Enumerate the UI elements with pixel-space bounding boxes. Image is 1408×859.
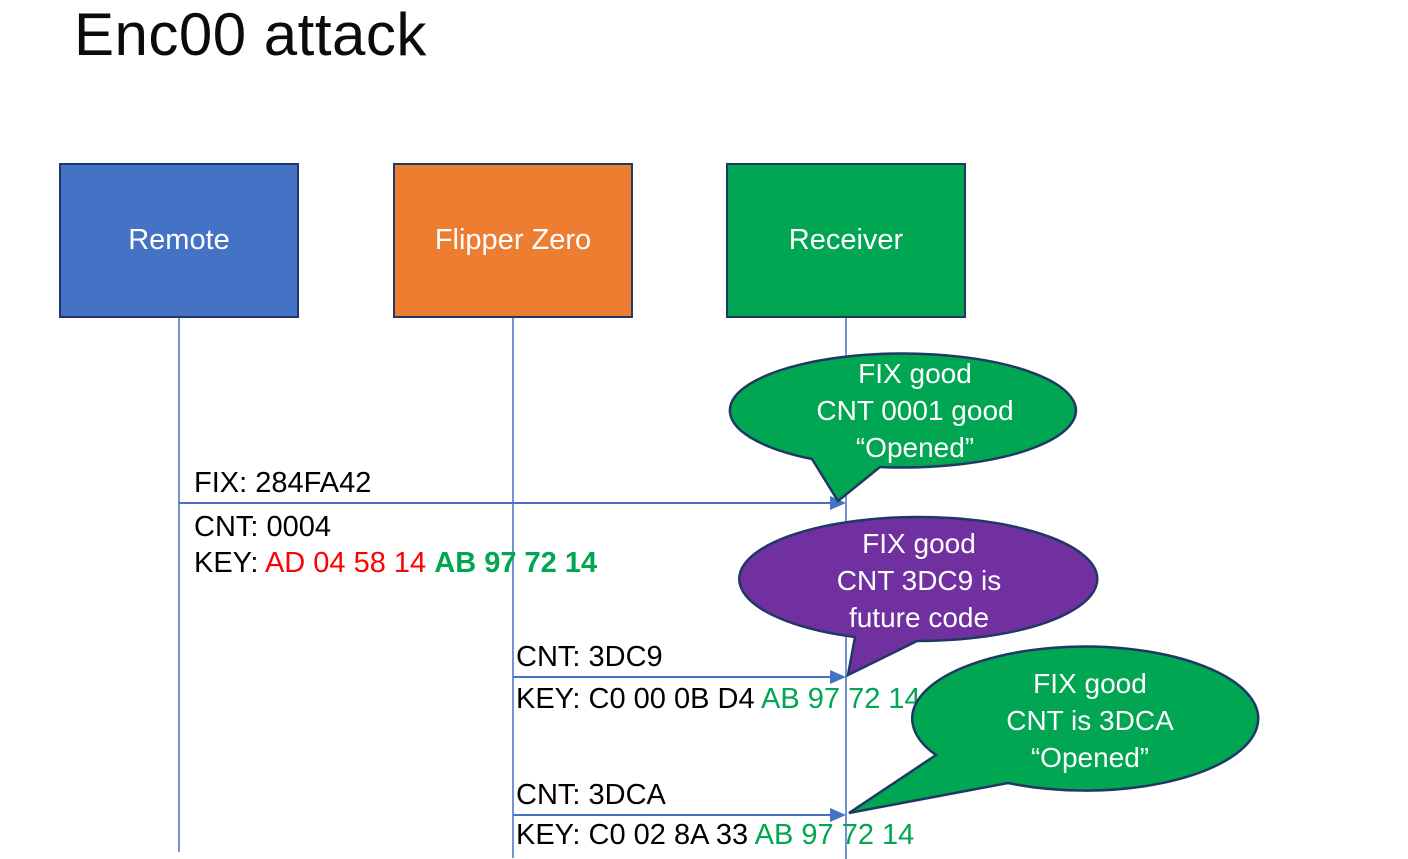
message-3-key-label: KEY: C0 02 8A 33 AB 97 72 14 — [516, 818, 914, 852]
message-2-cnt-label: CNT: 3DC9 — [516, 640, 663, 674]
message-1-key-red-bytes: AD 04 58 14 — [264, 547, 435, 579]
message-3-cnt-text: CNT: 3DCA — [516, 779, 666, 811]
message-3-cnt-label: CNT: 3DCA — [516, 778, 666, 812]
message-1-key-prefix: KEY: — [194, 547, 265, 579]
actor-flipper-zero-label: Flipper Zero — [434, 224, 592, 256]
callout-1-line-2: CNT 0001 good — [816, 394, 1014, 426]
callout-1-line-3: “Opened” — [855, 431, 975, 463]
callout-bubble-2 — [738, 515, 1099, 678]
message-3-key-prefix: KEY: C0 02 8A 33 — [516, 819, 755, 851]
message-arrowhead-2 — [830, 670, 846, 684]
callout-bubble-1 — [728, 352, 1078, 503]
actor-receiver: Receiver — [726, 163, 966, 318]
callout-3-line-3: “Opened” — [1030, 741, 1150, 773]
callout-2-line-2: CNT 3DC9 is — [836, 564, 1002, 596]
actor-remote: Remote — [59, 163, 299, 318]
message-2-key-green-bytes: AB 97 72 14 — [761, 683, 921, 715]
callout-1-text: FIX good CNT 0001 good “Opened” — [742, 353, 1088, 467]
callout-bubble-3 — [848, 645, 1260, 815]
message-2-key-prefix: KEY: C0 00 0B D4 — [516, 683, 762, 715]
message-1-key-green-bytes: AB 97 72 14 — [434, 547, 598, 579]
message-3-key-green-bytes: AB 97 72 14 — [754, 819, 915, 851]
actor-receiver-label: Receiver — [788, 224, 904, 256]
callout-3-line-2: CNT is 3DCA — [1006, 704, 1174, 736]
slide-title: Enc00 attack — [74, 1, 427, 68]
callout-2-line-1: FIX good — [862, 527, 976, 559]
message-2-key-label: KEY: C0 00 0B D4 AB 97 72 14 — [516, 682, 921, 716]
message-arrowhead-1 — [830, 496, 846, 510]
callout-3-line-1: FIX good — [1033, 667, 1147, 699]
message-arrowhead-3 — [830, 808, 846, 822]
message-1-fix-text: FIX: 284FA42 — [194, 467, 372, 499]
message-1-fix-label: FIX: 284FA42 — [194, 466, 371, 500]
actor-flipper-zero: Flipper Zero — [393, 163, 633, 318]
message-2-cnt-text: CNT: 3DC9 — [516, 641, 663, 673]
actor-remote-label: Remote — [128, 224, 230, 256]
callout-2-line-3: future code — [848, 601, 990, 633]
message-1-cnt-label: CNT: 0004 — [194, 510, 331, 544]
message-1-cnt-text: CNT: 0004 — [194, 511, 332, 543]
callout-1-line-1: FIX good — [858, 357, 972, 389]
callout-3-text: FIX good CNT is 3DCA “Opened” — [917, 650, 1263, 790]
callout-2-text: FIX good CNT 3DC9 is future code — [740, 518, 1098, 642]
message-1-key-label: KEY: AD 04 58 14 AB 97 72 14 — [194, 546, 597, 580]
